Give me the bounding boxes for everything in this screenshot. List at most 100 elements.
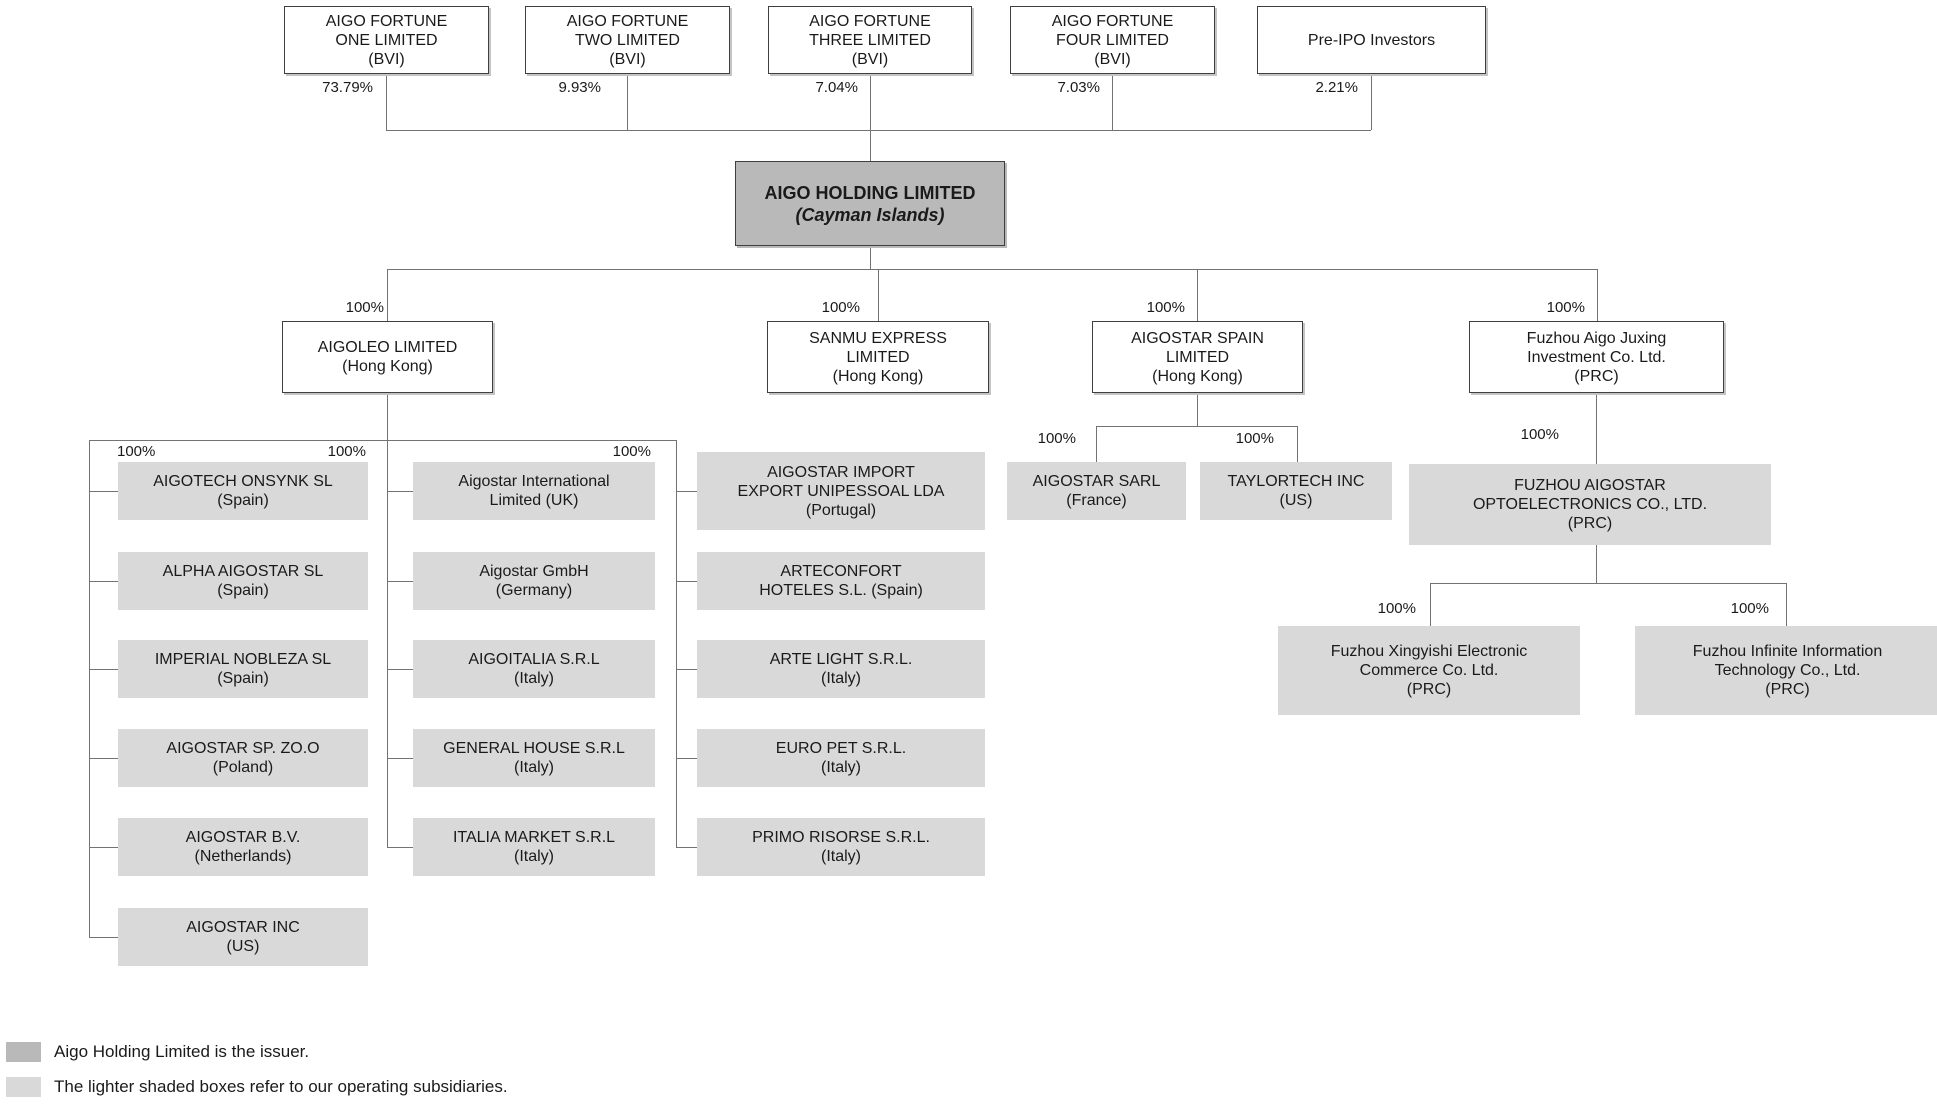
connector-line xyxy=(870,74,871,161)
org-box-label: (Hong Kong) xyxy=(342,358,433,375)
org-box-label: (US) xyxy=(226,938,260,955)
ownership-percentage-label: 100% xyxy=(1520,426,1559,443)
org-box-label: Technology Co., Ltd. xyxy=(1714,662,1861,679)
org-box-label: (Spain) xyxy=(217,670,269,687)
connector-line xyxy=(1596,393,1597,464)
org-box-label: (BVI) xyxy=(851,50,889,68)
org-box-label: (BVI) xyxy=(609,50,646,68)
connector-line xyxy=(870,246,871,269)
org-box-euro-pet: EURO PET S.R.L. (Italy) xyxy=(697,729,985,787)
ownership-percentage-label: 100% xyxy=(1037,430,1076,447)
org-box-label: ARTE LIGHT S.R.L. xyxy=(769,651,913,668)
org-box-label: Aigostar International xyxy=(458,473,610,490)
org-box-label: (Spain) xyxy=(217,582,269,599)
org-box-label: LIMITED xyxy=(846,348,910,366)
ownership-percentage-label: 100% xyxy=(1546,299,1585,316)
connector-line xyxy=(387,269,388,321)
org-box-label: (France) xyxy=(1066,492,1127,509)
connector-line xyxy=(627,74,628,130)
org-box-label: LIMITED xyxy=(1165,348,1230,366)
org-box-label: ITALIA MARKET S.R.L xyxy=(452,829,616,846)
org-box-label: AIGOSTAR B.V. xyxy=(185,829,301,846)
connector-line xyxy=(89,758,118,759)
subsidiary-swatch-icon xyxy=(6,1077,41,1097)
org-box-label: (Italy) xyxy=(514,759,554,776)
ownership-percentage-label: 7.04% xyxy=(815,79,858,96)
connector-line xyxy=(1197,269,1198,321)
legend-issuer-text: Aigo Holding Limited is the issuer. xyxy=(54,1042,310,1061)
ownership-percentage-label: 73.79% xyxy=(322,79,373,96)
org-box-label: TAYLORTECH INC xyxy=(1227,473,1365,490)
connector-line xyxy=(1786,583,1787,626)
connector-line xyxy=(676,440,677,847)
org-box-alpha-aigostar: ALPHA AIGOSTAR SL (Spain) xyxy=(118,552,368,610)
org-box-aigostar-sp-zoo: AIGOSTAR SP. ZO.O(Poland) xyxy=(118,729,368,787)
org-box-label: ALPHA AIGOSTAR SL xyxy=(162,563,324,580)
org-box-primo-risorse: PRIMO RISORSE S.R.L.(Italy) xyxy=(697,818,985,876)
org-box-general-house: GENERAL HOUSE S.R.L(Italy) xyxy=(413,729,655,787)
org-box-label: AIGOSTAR SP. ZO.O xyxy=(166,740,320,757)
org-box-aigostar-bv: AIGOSTAR B.V.(Netherlands) xyxy=(118,818,368,876)
connector-line xyxy=(1597,269,1598,321)
org-box-aigostar-sarl: AIGOSTAR SARL(France) xyxy=(1007,462,1186,520)
connector-line xyxy=(89,581,118,582)
org-box-taylortech-inc: TAYLORTECH INC(US) xyxy=(1200,462,1392,520)
org-box-label: (Portugal) xyxy=(805,501,877,519)
connector-line xyxy=(386,74,387,130)
org-box-label: AIGOTECH ONSYNK SL xyxy=(153,473,333,490)
org-box-label: SANMU EXPRESS xyxy=(809,329,947,347)
connector-line xyxy=(676,847,697,848)
org-box-aigoitalia: AIGOITALIA S.R.L(Italy) xyxy=(413,640,655,698)
org-box-label: (Hong Kong) xyxy=(1152,367,1243,385)
ownership-percentage-label: 100% xyxy=(1146,299,1185,316)
org-box-label: EURO PET S.R.L. xyxy=(775,740,907,757)
connector-line xyxy=(387,847,413,848)
org-box-label: FUZHOU AIGOSTAR xyxy=(1514,477,1666,494)
org-box-label: (BVI) xyxy=(368,50,405,68)
connector-line xyxy=(1096,426,1297,427)
connector-line xyxy=(387,581,413,582)
org-box-label: (PRC) xyxy=(1765,681,1810,698)
org-box-label: FOUR LIMITED xyxy=(1056,31,1169,49)
org-box-label: (Germany) xyxy=(495,582,573,599)
org-box-label: ARTECONFORT xyxy=(780,563,902,580)
org-box-arte-light: ARTE LIGHT S.R.L. (Italy) xyxy=(697,640,985,698)
org-box-label: Commerce Co. Ltd. xyxy=(1359,662,1499,679)
org-box-label: TWO LIMITED xyxy=(575,31,680,49)
org-box-label: AIGOSTAR INC xyxy=(186,919,300,936)
connector-line xyxy=(1096,426,1097,462)
org-box-italia-market: ITALIA MARKET S.R.L(Italy) xyxy=(413,818,655,876)
connector-line xyxy=(1430,583,1431,626)
org-box-label: (PRC) xyxy=(1574,367,1619,385)
connector-line xyxy=(1112,74,1113,130)
connector-line xyxy=(386,130,1371,131)
connector-line xyxy=(89,491,118,492)
connector-line xyxy=(89,847,118,848)
connector-line xyxy=(676,491,697,492)
org-box-label: EXPORT UNIPESSOAL LDA xyxy=(737,482,945,500)
ownership-percentage-label: 100% xyxy=(1730,600,1769,617)
connector-line xyxy=(89,440,90,937)
ownership-percentage-label: 100% xyxy=(327,443,366,460)
org-box-imperial-nobleza: IMPERIAL NOBLEZA SL(Spain) xyxy=(118,640,368,698)
connector-line xyxy=(676,758,697,759)
ownership-percentage-label: 9.93% xyxy=(558,79,601,96)
connector-line xyxy=(387,269,1597,270)
org-box-label: Fuzhou Aigo Juxing xyxy=(1526,329,1667,347)
org-box-label: (Italy) xyxy=(821,670,861,687)
org-box-label: AIGO FORTUNE xyxy=(325,12,448,30)
connector-line xyxy=(878,269,879,321)
org-box-label: (Italy) xyxy=(821,759,861,776)
connector-line xyxy=(676,669,697,670)
ownership-percentage-label: 100% xyxy=(1377,600,1416,617)
